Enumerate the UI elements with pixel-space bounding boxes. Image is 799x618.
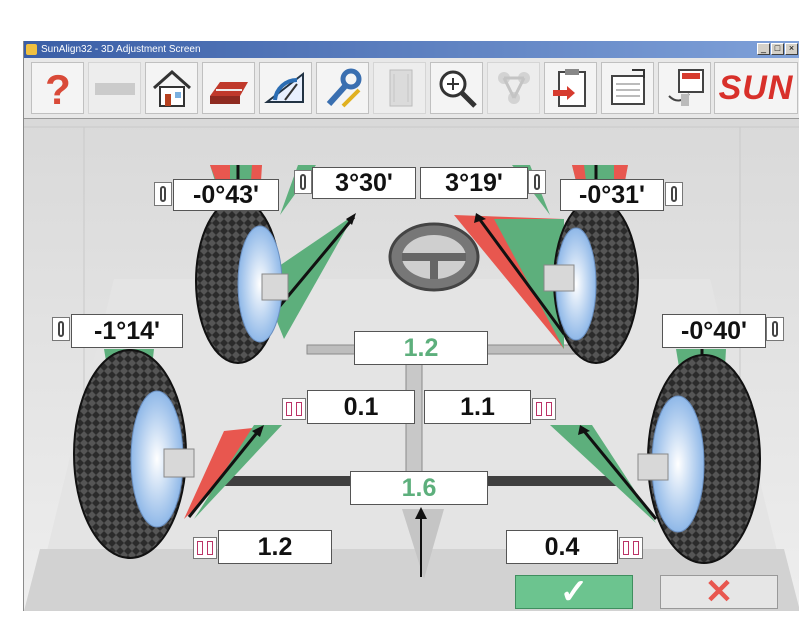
front-right-wheel-icon (543, 198, 639, 364)
accept-button[interactable]: ✓ (515, 573, 633, 611)
lf-caster-value: 3°30' (335, 168, 393, 197)
maximize-button[interactable]: □ (771, 43, 784, 55)
rear-right-toe-value: 0.4 (544, 532, 580, 561)
rear-total-toe-value: 1.6 (401, 473, 437, 502)
cancel-button[interactable]: ✕ (660, 573, 778, 611)
rf-camber-readout: -0°31' (560, 179, 664, 211)
front-total-toe-value: 1.2 (403, 333, 439, 362)
steering-wheel-icon (388, 222, 480, 292)
rf-caster-readout: 3°19' (420, 167, 528, 199)
monitor-icon (667, 69, 704, 106)
rear-total-toe-readout: 1.6 (350, 471, 488, 505)
front-left-toe-value: 0.1 (343, 392, 379, 421)
front-right-toe-readout: 1.1 (424, 390, 531, 424)
rr-camber-readout: -0°40' (662, 314, 766, 348)
rr-camber-wheel-icon (766, 317, 784, 341)
lr-camber-wheel-icon (52, 317, 70, 341)
rear-left-toe-icon (193, 537, 217, 559)
close-window-button[interactable]: × (785, 43, 798, 55)
svg-text:?: ? (45, 66, 71, 110)
front-right-toe-icon (532, 398, 556, 420)
rr-camber-value: -0°40' (681, 316, 747, 345)
lr-camber-readout: -1°14' (71, 314, 183, 348)
home-button[interactable] (145, 62, 198, 114)
tools-button[interactable] (658, 62, 711, 114)
rear-left-toe-readout: 1.2 (218, 530, 332, 564)
rf-caster-value: 3°19' (445, 168, 503, 197)
brand-logo: SUN (714, 62, 798, 114)
front-total-toe-readout: 1.2 (354, 331, 488, 365)
specs-device-icon (209, 82, 248, 104)
brand-logo-text: SUN (718, 68, 794, 107)
layout-button[interactable] (373, 62, 426, 114)
blank-button[interactable] (88, 62, 141, 114)
wrench-icon (326, 68, 361, 108)
vehicle-specs-button[interactable] (202, 62, 255, 114)
lf-caster-wheel-icon (294, 170, 312, 194)
rear-right-toe-icon (619, 537, 643, 559)
check-icon: ✓ (559, 573, 589, 611)
help-button[interactable]: ? (31, 62, 84, 114)
lf-camber-value: -0°43' (193, 180, 259, 209)
zoom-icon (439, 70, 477, 108)
app-window: SunAlign32 - 3D Adjustment Screen _ □ × … (23, 41, 799, 611)
measure-button[interactable] (259, 62, 312, 114)
blank-icon (94, 83, 135, 95)
app-icon (26, 44, 37, 55)
gauge-icon (263, 71, 304, 103)
suspension-button[interactable] (487, 62, 540, 114)
rf-camber-wheel-icon (665, 182, 683, 206)
clipboard-icon (552, 69, 586, 107)
help-icon: ? (45, 66, 71, 110)
report-button[interactable] (601, 62, 654, 114)
window-title: SunAlign32 - 3D Adjustment Screen (41, 44, 201, 55)
toolbar: ? (24, 58, 799, 119)
linkage-icon (497, 72, 530, 104)
title-bar: SunAlign32 - 3D Adjustment Screen _ □ × (24, 41, 799, 58)
rear-left-toe-value: 1.2 (257, 532, 293, 561)
rear-right-wheel-icon (637, 354, 761, 564)
front-right-toe-value: 1.1 (460, 392, 495, 421)
cancel-x-icon: ✕ (704, 573, 734, 611)
lf-caster-readout: 3°30' (312, 167, 416, 199)
rf-camber-value: -0°31' (579, 180, 645, 209)
lf-camber-readout: -0°43' (173, 179, 279, 211)
front-left-toe-icon (282, 398, 306, 420)
home-icon (152, 69, 191, 107)
zoom-button[interactable] (430, 62, 483, 114)
rear-right-toe-readout: 0.4 (506, 530, 618, 564)
clipboard-button[interactable] (544, 62, 597, 114)
lf-camber-wheel-icon (154, 182, 172, 206)
adjust-button[interactable] (316, 62, 369, 114)
rf-caster-wheel-icon (528, 170, 546, 194)
minimize-button[interactable]: _ (757, 43, 770, 55)
report-icon (610, 69, 645, 105)
front-left-toe-readout: 0.1 (307, 390, 415, 424)
panel-icon (389, 69, 412, 107)
rear-left-wheel-icon (73, 349, 195, 559)
lr-camber-value: -1°14' (94, 316, 160, 345)
alignment-scene: -0°43' 3°30' 3°19' -0°31' -1°14' -0°40' … (24, 119, 799, 611)
